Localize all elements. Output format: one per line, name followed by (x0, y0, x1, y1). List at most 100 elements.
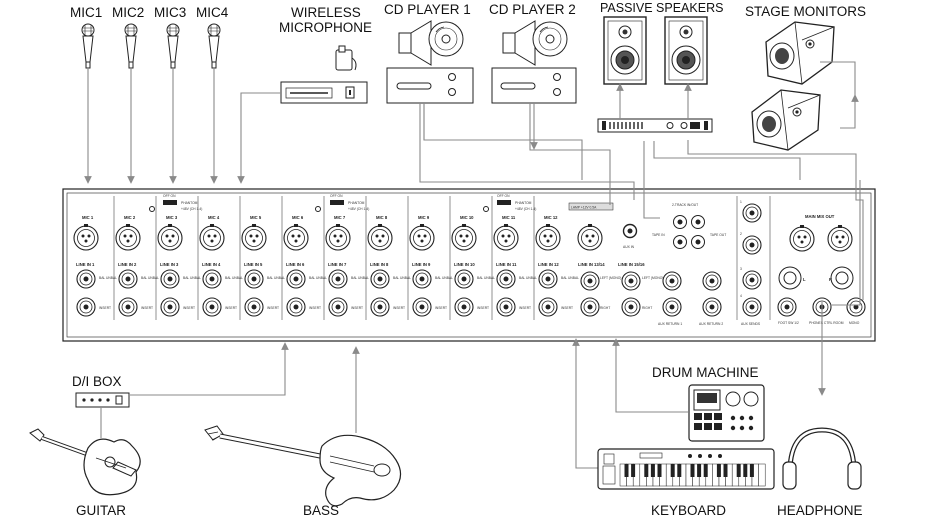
line-input-jack (286, 269, 306, 289)
line-input-jack (538, 269, 558, 289)
black-key (657, 464, 662, 477)
bal-unbal-label: BAL UNBAL (309, 276, 327, 280)
wireless-label-line1: WIRELESS (291, 5, 361, 20)
bal-unbal-label: BAL UNBAL (477, 276, 495, 280)
black-key (749, 464, 754, 477)
mixer-rear-panel (62, 188, 876, 342)
xlr-input-jack (325, 224, 351, 251)
power-amplifier-icon (597, 118, 713, 133)
mic-1-icon (81, 23, 95, 69)
phantom-sub-label: +48V (CH 1-4) (181, 207, 202, 211)
tape-in-label: TAPE IN (652, 233, 665, 237)
stereo-line-jack (621, 297, 641, 317)
main-mix-out-label: MAIN MIX OUT (805, 214, 835, 219)
mic-4-icon (207, 23, 221, 69)
insert-label: INSERT (225, 306, 237, 310)
aux-send-jack (742, 297, 762, 317)
bal-unbal-label: BAL UNBAL (183, 276, 201, 280)
right-label: RIGHT (642, 306, 652, 310)
rca-jack-center (677, 219, 683, 225)
black-key (677, 464, 682, 477)
aux-send-jack (742, 270, 762, 290)
channel-line-label: LINE IN 5 (244, 262, 263, 267)
off-on-label: OFF ON (497, 194, 510, 198)
phantom-label: PHANTOM (181, 201, 198, 205)
channel-line-label: LINE IN 10 (454, 262, 475, 267)
bal-unbal-label: BAL UNBAL (393, 276, 411, 280)
line-input-jack (76, 269, 96, 289)
black-key (697, 464, 702, 477)
signal-wires (84, 61, 864, 469)
insert-label: INSERT (309, 306, 321, 310)
mic1-label: MIC1 (70, 5, 102, 20)
phantom-sub-label: +48V (CH 1-4) (348, 207, 369, 211)
black-key (703, 464, 708, 477)
phantom-sub-label: +48V (CH 1-4) (515, 207, 536, 211)
rca-jack-center (695, 219, 701, 225)
phantom-switch-1 (163, 200, 177, 205)
channel-line-label: LINE IN 3 (160, 262, 179, 267)
insert-jack (76, 297, 96, 317)
insert-jack (370, 297, 390, 317)
di-box-icon (75, 392, 130, 408)
insert-label: INSERT (561, 306, 573, 310)
cd-player-1-icon (386, 20, 474, 104)
line-input-jack (370, 269, 390, 289)
xlr-input-jack (493, 224, 519, 251)
insert-jack (202, 297, 222, 317)
black-key (624, 464, 629, 477)
mic2-label: MIC2 (112, 5, 144, 20)
headphone-label: HEADPHONE (777, 503, 863, 518)
phantom-label: PHANTOM (515, 201, 532, 205)
insert-jack (538, 297, 558, 317)
main-out-jack-right-inner (835, 271, 849, 285)
stereo-line-jack (621, 271, 641, 291)
mic3-label: MIC3 (154, 5, 186, 20)
channel-mic-label: MIC 1 (82, 215, 94, 220)
aux-in-jack-center (627, 228, 633, 234)
xlr-input-jack (409, 224, 435, 251)
passive-speaker-right-icon (664, 16, 708, 85)
black-key (743, 464, 748, 477)
aux-return-jack (702, 271, 722, 291)
rca-jack-center (695, 239, 701, 245)
black-key (690, 464, 695, 477)
insert-jack (328, 297, 348, 317)
mic4-label: MIC4 (196, 5, 229, 20)
line-input-jack (454, 269, 474, 289)
lamp-label: LAMP +12V 0.5A (571, 206, 597, 210)
two-track-label: 2-TRACK IN/OUT (672, 203, 698, 207)
bal-unbal-label: BAL UNBAL (561, 276, 579, 280)
di-box-label: D/I BOX (72, 374, 122, 389)
bal-unbal-label: BAL UNBAL (351, 276, 369, 280)
left-mono-label: LEFT (MONO) (600, 276, 621, 280)
aux-send-number: 4 (740, 294, 742, 298)
left-mono-label: LEFT (MONO) (642, 276, 663, 280)
screw-icon (149, 206, 155, 212)
insert-jack (412, 297, 432, 317)
black-key (736, 464, 741, 477)
bal-unbal-label: BAL UNBAL (435, 276, 453, 280)
phones-label: PHONES CTRL ROOM (809, 321, 844, 325)
aux-send-jack (742, 203, 762, 223)
channel-line-label: LINE IN 6 (286, 262, 305, 267)
off-on-label: OFF ON (163, 194, 176, 198)
drum-machine-icon (688, 384, 765, 442)
aux-return1-label: AUX RETURN 1 (658, 322, 682, 326)
xlr-input-jack (451, 224, 477, 251)
guitar-label: GUITAR (76, 503, 126, 518)
insert-label: INSERT (267, 306, 279, 310)
xlr-input-jack (73, 224, 99, 251)
main-out-xlr-right (827, 225, 853, 252)
keyboard-label: KEYBOARD (651, 503, 726, 518)
cd-player-2-icon (491, 20, 577, 104)
channel-mic-label: MIC 4 (208, 215, 220, 220)
insert-jack (454, 297, 474, 317)
r-label: R (829, 277, 832, 282)
tape-out-label: TAPE OUT (710, 233, 726, 237)
lamp-box (568, 202, 614, 211)
black-key (631, 464, 636, 477)
channel-mic-label: MIC 7 (334, 215, 346, 220)
